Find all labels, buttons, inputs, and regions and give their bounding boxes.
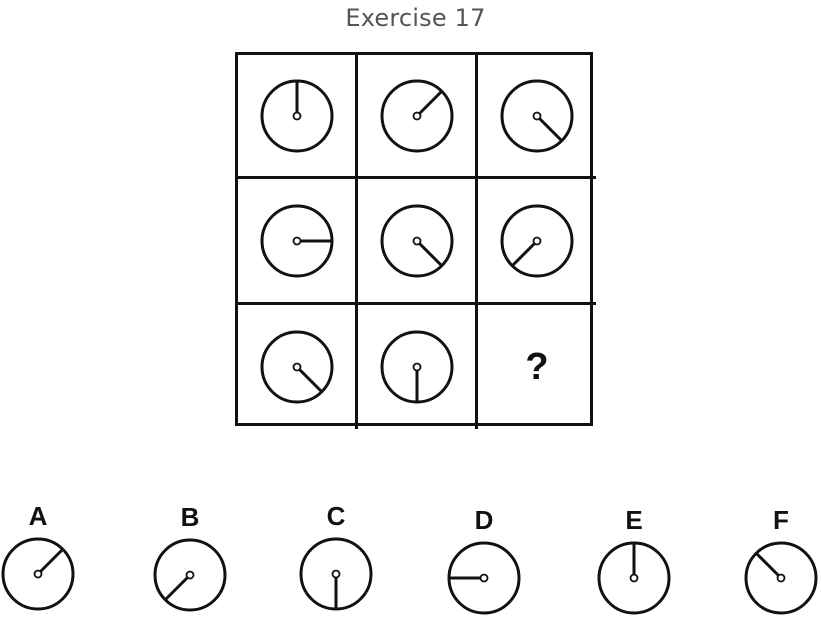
dial-hub: [629, 573, 639, 583]
dial-hub: [479, 573, 489, 583]
clock-dial-icon: [597, 541, 671, 615]
dial-rim: [153, 538, 227, 612]
dial-hand: [511, 239, 539, 267]
dial-hand: [36, 548, 64, 576]
dial-rim: [1, 537, 75, 611]
clock-dial-icon: [299, 537, 373, 611]
option-label: C: [326, 501, 346, 531]
dial-hub: [412, 111, 421, 120]
clock-dial-icon: [447, 541, 521, 615]
option-label: B: [180, 502, 200, 532]
grid-cell-r3c2: [358, 305, 478, 429]
dial-hub: [532, 111, 542, 120]
dial-hand: [535, 114, 563, 142]
dial-hand: [415, 89, 443, 117]
dial-hand: [164, 573, 192, 601]
clock-dial-icon: [500, 79, 574, 152]
grid-cell-r2c2: [358, 179, 478, 305]
grid-cell-r1c1: [238, 55, 358, 179]
grid-cell-r1c3: [478, 55, 596, 179]
clock-dial-icon: [260, 330, 333, 404]
dial-rim: [380, 204, 453, 277]
option-label: F: [773, 505, 789, 535]
clock-dial-icon: [380, 204, 453, 277]
option-c[interactable]: C: [296, 502, 376, 614]
dial-hub: [532, 236, 542, 245]
dial-hub: [185, 570, 195, 580]
dial-rim: [744, 541, 818, 615]
clock-dial-icon: [153, 538, 227, 612]
clock-dial-icon: [744, 541, 818, 615]
dial-hub: [331, 569, 341, 579]
question-mark: ?: [525, 345, 549, 388]
clock-dial-icon: [380, 330, 453, 404]
dial-hand: [295, 365, 323, 393]
dial-hub: [292, 362, 301, 372]
dial-hand: [755, 552, 783, 580]
option-e[interactable]: E: [594, 506, 674, 618]
clock-dial-icon: [260, 79, 333, 152]
dial-rim: [500, 79, 574, 152]
exercise-title: Exercise 17: [345, 4, 486, 32]
dial-hand: [415, 239, 443, 267]
clock-dial-icon: [260, 204, 333, 277]
clock-dial-icon: [380, 79, 453, 152]
option-a[interactable]: A: [0, 502, 78, 614]
dial-hub: [292, 236, 301, 245]
grid-cell-r2c3: [478, 179, 596, 305]
option-label: E: [625, 505, 643, 535]
dial-hub: [412, 362, 421, 372]
option-label: D: [474, 505, 494, 535]
clock-dial-icon: [1, 537, 75, 611]
dial-hub: [412, 236, 421, 245]
grid-cell-r2c1: [238, 179, 358, 305]
dial-rim: [500, 204, 574, 277]
grid-cell-r1c2: [358, 55, 478, 179]
dial-rim: [260, 330, 333, 404]
dial-rim: [380, 79, 453, 152]
grid-cell-r3c1: [238, 305, 358, 429]
dial-hub: [776, 573, 786, 583]
option-label: A: [28, 501, 48, 531]
option-d[interactable]: D: [444, 506, 524, 618]
dial-hub: [33, 569, 43, 579]
option-f[interactable]: F: [741, 506, 821, 618]
option-b[interactable]: B: [150, 503, 230, 615]
puzzle-grid: ?: [235, 52, 596, 429]
clock-dial-icon: [500, 204, 574, 277]
dial-hub: [292, 111, 301, 120]
grid-cell-r3c3-missing: ?: [478, 305, 596, 429]
